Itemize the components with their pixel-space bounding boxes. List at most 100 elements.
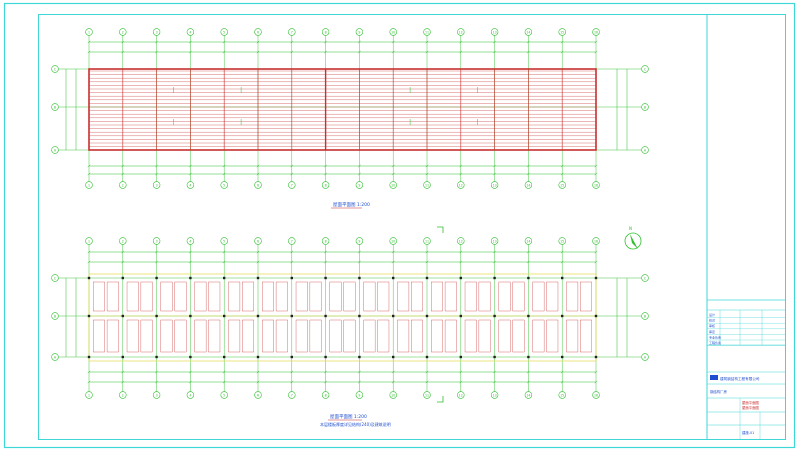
axis-bottom-10-label: 10 (391, 393, 395, 397)
skylight-panel (411, 319, 423, 353)
axis-top-15-label: 15 (560, 239, 564, 243)
title-row-label: 工程负责 (709, 340, 721, 345)
corner-mark-top (437, 226, 444, 233)
axis-bottom-11-label: 11 (425, 183, 429, 187)
axis-bottom-16-bubble (592, 391, 600, 399)
skylight-panel (329, 319, 342, 353)
skylight-panel (309, 319, 322, 353)
axis-top-2-label: 2 (122, 239, 124, 243)
title-row-label: 校对 (709, 318, 715, 323)
axis-bottom-9-label: 9 (358, 393, 360, 397)
axis-top-3-bubble (152, 28, 161, 36)
bottom-plan-caption: 屋面平面图 1:200 (330, 414, 367, 420)
axis-top-9-bubble (355, 237, 364, 245)
column-mark (256, 276, 260, 280)
column-mark (87, 314, 91, 318)
skylight-panel (478, 281, 491, 312)
skylight-panel (242, 319, 254, 353)
axis-top-16-label: 16 (594, 239, 598, 243)
column-mark (223, 314, 226, 318)
axis-bottom-2-label: 2 (122, 393, 124, 397)
axis-bottom-7-bubble (288, 391, 296, 399)
axis-bottom-3-bubble (152, 181, 161, 189)
skylight-panel (140, 281, 153, 312)
skylight-panel (566, 281, 579, 312)
axis-top-11-label: 11 (425, 239, 429, 243)
axis-top-3-label: 3 (156, 30, 158, 34)
sheet-inner-border (38, 14, 786, 440)
north-arrow-label: N (629, 226, 632, 231)
axis-bottom-4-label: 4 (189, 183, 191, 187)
axis-right-B-bubble (641, 103, 649, 111)
axis-top-5-label: 5 (223, 239, 225, 243)
column-mark (392, 314, 395, 318)
axis-top-11-bubble (423, 28, 431, 36)
skylight-panel (512, 281, 525, 312)
skylight-panel (363, 319, 376, 353)
column-mark (155, 314, 158, 318)
axis-bottom-11-bubble (423, 391, 431, 399)
axis-bottom-6-label: 6 (257, 393, 259, 397)
axis-top-14-label: 14 (526, 239, 530, 243)
skylight-panel (546, 281, 559, 312)
axis-left-C-label: C (54, 67, 57, 71)
axis-left-A-bubble (51, 353, 59, 361)
axis-bottom-3-bubble (152, 391, 161, 399)
skylight-panel (160, 319, 173, 353)
skylight-panel (262, 319, 274, 353)
axis-top-9-label: 9 (358, 239, 360, 243)
column-mark (121, 276, 124, 280)
axis-bottom-9-label: 9 (358, 183, 360, 187)
axis-top-2-bubble (119, 28, 127, 36)
skylight-panel (106, 281, 119, 312)
axis-top-6-label: 6 (257, 239, 259, 243)
axis-bottom-5-bubble (220, 181, 228, 189)
roof-edge (88, 68, 597, 151)
skylight-panel (140, 319, 153, 353)
project-name: 钢结构厂房 (710, 389, 728, 394)
axis-top-5-bubble (220, 237, 228, 245)
column-mark (594, 355, 598, 359)
axis-right-A-label: A (644, 355, 647, 359)
column-mark (155, 276, 158, 280)
axis-bottom-1-label: 1 (88, 393, 90, 397)
axis-bottom-4-bubble (186, 181, 195, 189)
column-mark (493, 355, 496, 359)
axis-left-B-label: B (54, 314, 56, 318)
axis-left-A-label: A (54, 148, 57, 152)
column-mark (493, 314, 496, 318)
skylight-panel (343, 319, 356, 353)
axis-top-7-bubble (288, 237, 296, 245)
skylight-panel (174, 319, 187, 353)
axis-top-10-label: 10 (391, 30, 395, 34)
axis-top-3-label: 3 (156, 239, 158, 243)
column-mark (459, 355, 462, 359)
axis-top-13-bubble (490, 28, 499, 36)
skylight-panel (444, 281, 457, 312)
axis-top-15-label: 15 (560, 30, 564, 34)
skylight-panel (93, 319, 105, 353)
axis-top-11-label: 11 (425, 30, 429, 34)
column-mark (392, 276, 395, 280)
axis-bottom-12-label: 12 (459, 183, 463, 187)
skylight-panel (275, 319, 288, 353)
skylight-panel (532, 281, 545, 312)
column-mark (425, 355, 429, 359)
axis-bottom-12-bubble (457, 181, 465, 189)
axis-bottom-3-label: 3 (156, 393, 158, 397)
column-mark (358, 314, 361, 318)
axis-bottom-2-bubble (119, 391, 127, 399)
skylight-panel (478, 319, 491, 353)
column-mark (87, 276, 91, 280)
axis-bottom-13-bubble (490, 181, 499, 189)
axis-top-1-label: 1 (88, 30, 90, 34)
axis-top-8-bubble (321, 237, 330, 245)
axis-bottom-8-bubble (321, 181, 330, 189)
skylight-panel (411, 281, 423, 312)
skylight-panel (275, 281, 288, 312)
axis-bottom-7-label: 7 (291, 183, 293, 187)
axis-top-16-bubble (592, 28, 600, 36)
axis-left-B-bubble (51, 312, 59, 320)
skylight-panel (309, 281, 322, 312)
